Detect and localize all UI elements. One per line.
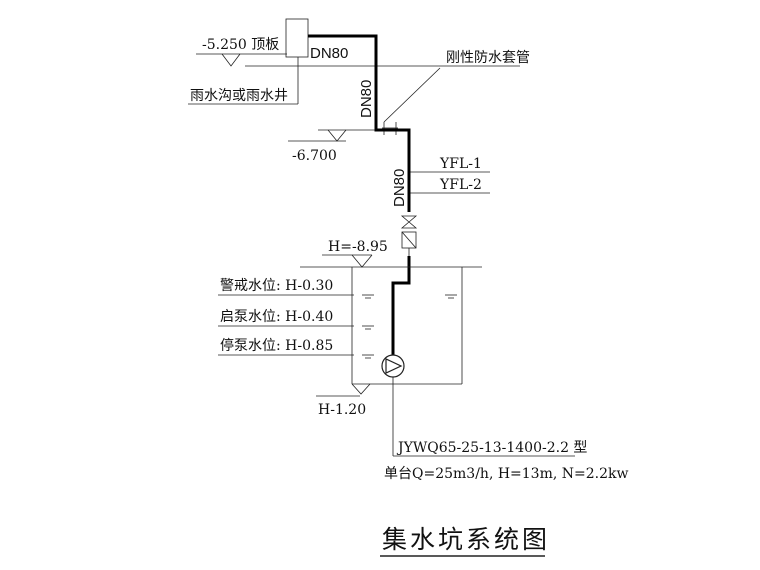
pump-icon — [381, 354, 405, 378]
roof-level-marker — [221, 53, 241, 67]
start-level-label: 启泵水位: H-0.40 — [220, 309, 333, 325]
mid-level-marker — [327, 129, 347, 142]
pipe-vertical-label-2: DN80 — [391, 169, 408, 207]
sleeve-leader — [383, 67, 441, 123]
discharge-pipe-lower — [391, 256, 411, 355]
pipe-vertical-label-1: DN80 — [358, 80, 375, 118]
water-marks — [362, 294, 457, 359]
h-bottom-label: H-1.20 — [318, 402, 366, 418]
pump-spec-label: 单台Q=25m3/h, H=13m, N=2.2kw — [384, 466, 628, 482]
yfl1-label: YFL-1 — [439, 156, 482, 172]
pipe-top-label: DN80 — [310, 45, 348, 62]
rain-ditch-label: 雨水沟或雨水井 — [190, 88, 288, 104]
pump-model-label: JYWQ65-25-13-1400-2.2 型 — [396, 440, 587, 456]
yfl2-label: YFL-2 — [439, 177, 482, 193]
discharge-pipe-upper — [308, 34, 411, 212]
check-valve-icon — [401, 231, 417, 256]
warn-level-label: 警戒水位: H-0.30 — [220, 278, 333, 294]
roof-level-label: -5.250 顶板 — [202, 37, 279, 53]
h-bottom-marker — [351, 383, 371, 395]
h-top-marker — [351, 254, 373, 268]
diagram-title: 集水坑系统图 — [382, 525, 550, 554]
stop-level-label: 停泵水位: H-0.85 — [220, 337, 333, 354]
sleeve-label: 刚性防水套管 — [446, 50, 530, 66]
gate-valve-icon — [400, 215, 418, 229]
rain-well-box — [285, 18, 309, 58]
mid-level-label: -6.700 — [292, 148, 337, 164]
h-top-label: H=-8.95 — [328, 239, 388, 255]
